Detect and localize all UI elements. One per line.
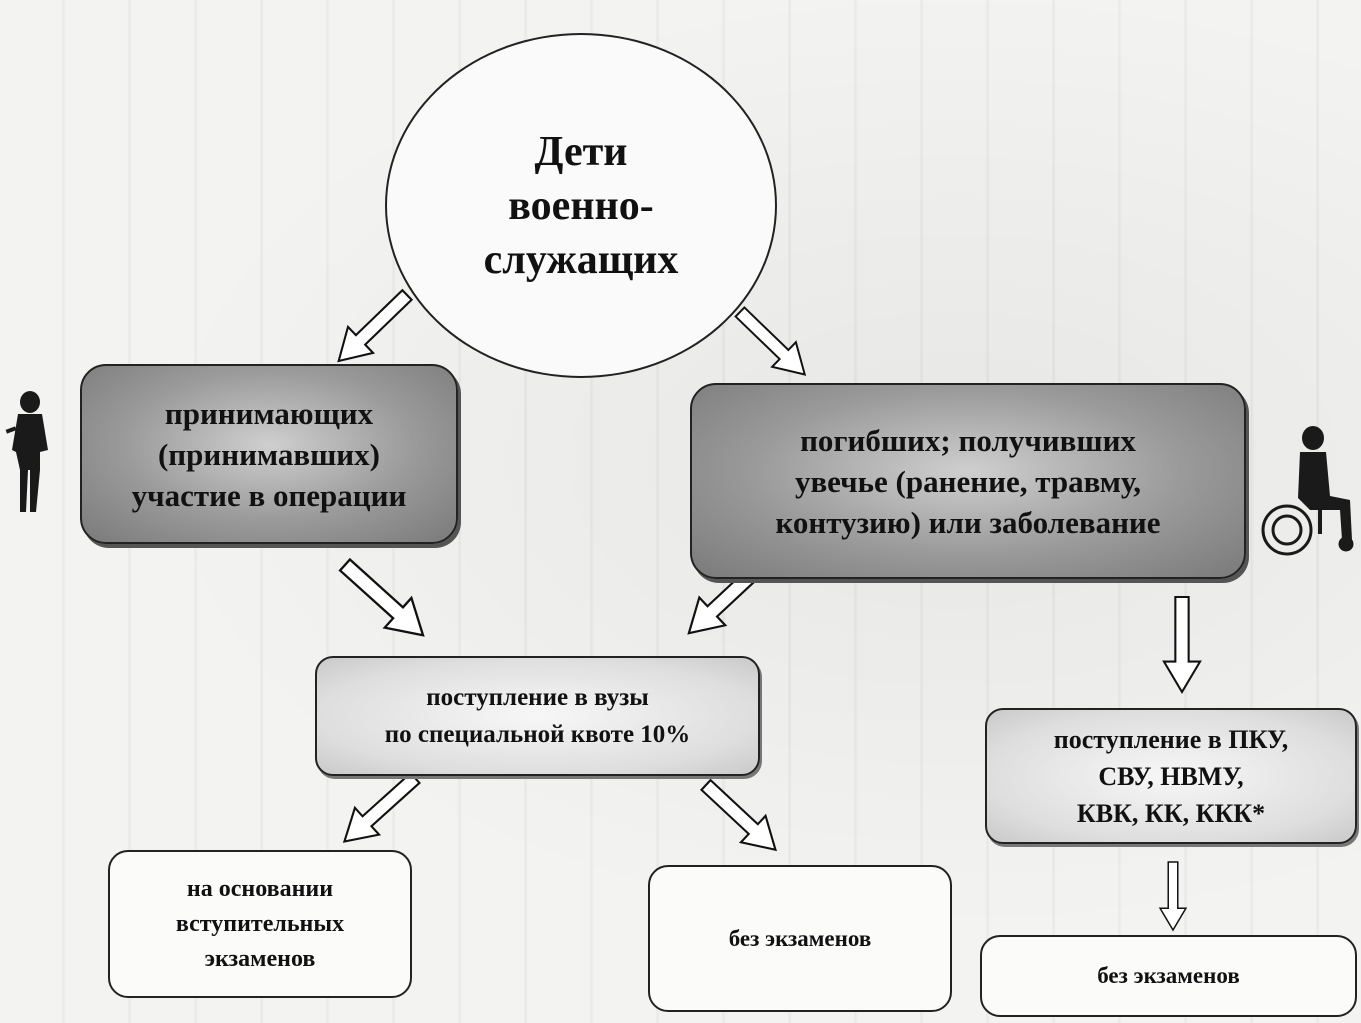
soldier-icon — [5, 391, 48, 512]
arrow-right-to-admission — [1162, 595, 1202, 694]
participants-line-1: принимающих — [164, 395, 374, 431]
participants-line-2: (принимавших) — [157, 436, 380, 472]
center-circle: Дети военно- служащих — [385, 33, 777, 378]
arrow-admission-to-noexam — [1159, 861, 1187, 931]
military-schools-text: поступление в ПКУ, СВУ, НВМУ, КВК, КК, К… — [1054, 721, 1289, 832]
no-exams-box-middle: без экзаменов — [648, 865, 952, 1012]
casualties-line-1: погибших; получивших — [800, 422, 1136, 458]
casualties-line-2: увечье (ранение, травму, — [794, 463, 1142, 499]
quota-line-1: поступление в вузы — [426, 684, 649, 711]
no-exams-box-right: без экзаменов — [980, 935, 1357, 1017]
center-title: Дети военно- служащих — [484, 125, 679, 287]
arrow-quota-to-noexam — [692, 770, 789, 865]
casualties-text: погибших; получивших увечье (ранение, тр… — [775, 420, 1160, 543]
participants-box: принимающих (принимавших) участие в опер… — [80, 364, 458, 544]
no-exams-right-text: без экзаменов — [1097, 963, 1240, 988]
military-schools-box: поступление в ПКУ, СВУ, НВМУ, КВК, КК, К… — [985, 708, 1357, 844]
entrance-exams-line-1: на основании — [186, 875, 334, 902]
no-exams-middle-text: без экзаменов — [728, 925, 872, 951]
center-title-line-3: служащих — [483, 236, 679, 283]
entrance-exams-box: на основании вступительных экзаменов — [108, 850, 412, 998]
center-title-line-2: военно- — [508, 182, 654, 229]
military-schools-line-1: поступление в ПКУ, — [1053, 724, 1289, 754]
entrance-exams-line-3: экзаменов — [204, 945, 316, 972]
military-schools-line-3: КВК, КК, ККК* — [1076, 798, 1266, 828]
casualties-box: погибших; получивших увечье (ранение, тр… — [690, 383, 1246, 579]
casualties-line-3: контузию) или заболевание — [775, 504, 1161, 540]
arrow-circle-to-right — [727, 298, 818, 388]
arrow-circle-to-left — [325, 280, 421, 376]
participants-text: принимающих (принимавших) участие в опер… — [132, 393, 407, 516]
military-schools-line-2: СВУ, НВМУ, — [1098, 761, 1244, 791]
participants-line-3: участие в операции — [131, 477, 407, 513]
arrow-quota-to-exam — [331, 763, 429, 857]
center-title-line-1: Дети — [534, 128, 628, 175]
entrance-exams-line-2: вступительных — [175, 910, 345, 937]
quota-line-2: по специальной квоте 10% — [384, 721, 691, 748]
quota-admission-box: поступление в вузы по специальной квоте … — [315, 656, 760, 776]
entrance-exams-text: на основании вступительных экзаменов — [176, 872, 344, 977]
wheelchair-icon — [1261, 504, 1354, 556]
quota-text: поступление в вузы по специальной квоте … — [385, 679, 691, 753]
arrow-left-to-quota — [330, 549, 438, 652]
